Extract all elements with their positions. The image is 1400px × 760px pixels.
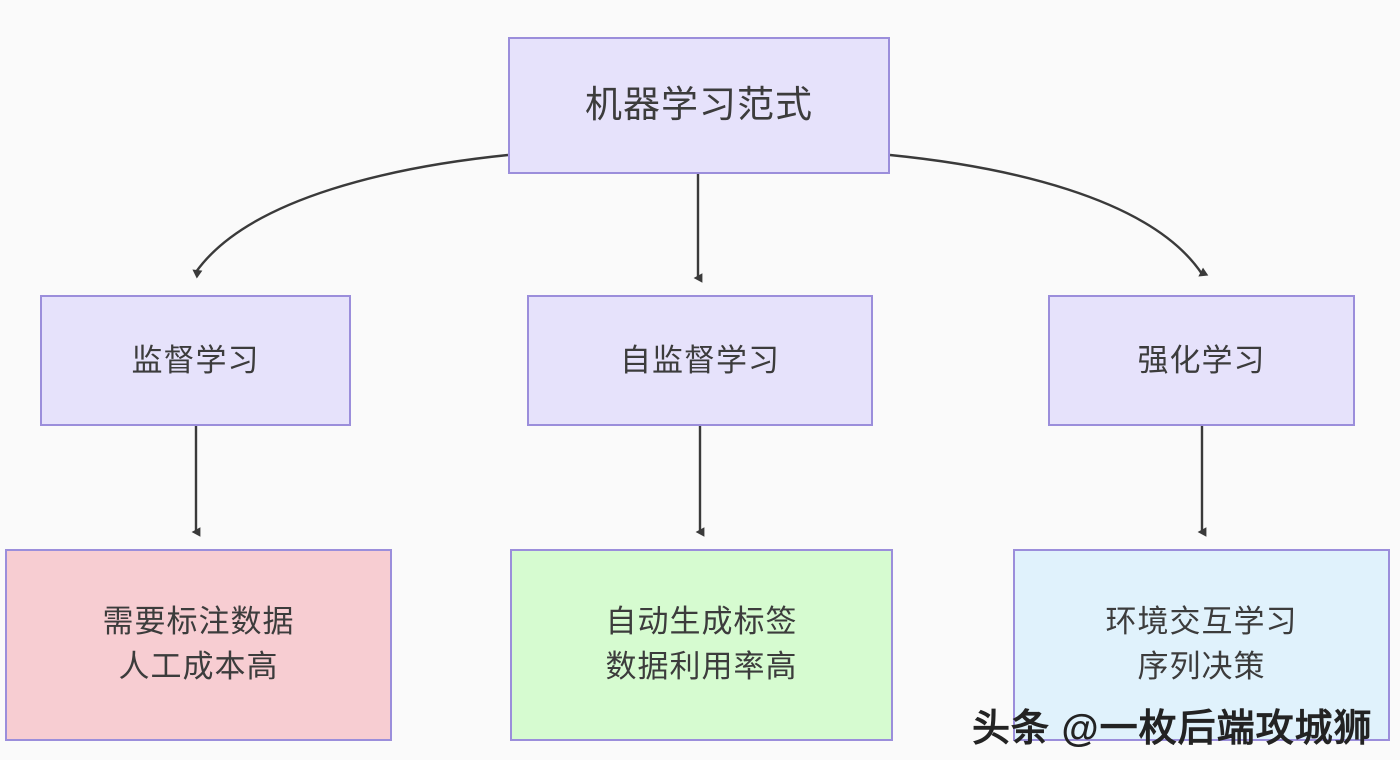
node-self-supervised-label: 自监督学习	[620, 342, 780, 378]
node-reinforcement-label: 强化学习	[1137, 342, 1266, 378]
node-reinforcement-learning-traits[interactable]: 环境交互学习 序列决策	[1013, 549, 1390, 741]
node-supervised-traits-line-1: 需要标注数据	[102, 604, 295, 640]
node-self-supervised-learning[interactable]: 自监督学习	[527, 295, 873, 426]
edge-root-to-supervised	[192, 153, 509, 279]
node-root-label: 机器学习范式	[585, 84, 813, 126]
node-self-supervised-traits-line-1: 自动生成标签	[605, 604, 798, 640]
node-supervised-traits-line-2: 人工成本高	[118, 649, 279, 684]
node-supervised-label: 监督学习	[131, 342, 260, 378]
watermark-text: 头条 @一枚后端攻城狮	[972, 708, 1373, 750]
node-reinforcement-traits-line-1: 环境交互学习	[1105, 604, 1298, 640]
node-reinforcement-learning[interactable]: 强化学习	[1048, 295, 1355, 426]
node-self-supervised-learning-traits[interactable]: 自动生成标签 数据利用率高	[510, 549, 893, 741]
node-self-supervised-traits-line-2: 数据利用率高	[605, 649, 798, 684]
node-reinforcement-traits-line-2: 序列决策	[1137, 649, 1266, 684]
node-machine-learning-paradigms[interactable]: 机器学习范式	[508, 37, 890, 174]
edge-root-to-reinforcement	[889, 153, 1209, 277]
node-supervised-learning[interactable]: 监督学习	[40, 295, 351, 426]
node-supervised-learning-traits[interactable]: 需要标注数据 人工成本高	[5, 549, 392, 741]
